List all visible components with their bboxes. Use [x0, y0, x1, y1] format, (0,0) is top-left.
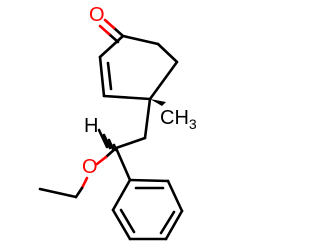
quaternary-center: CH3: [150, 99, 197, 132]
phenyl-inner-double-bond: [119, 208, 136, 234]
o-ethyl-bond: [74, 186, 84, 199]
carbonyl-group: O: [89, 4, 125, 44]
phenyl-bond: [111, 208, 132, 241]
methyl-wedge-bond: [150, 99, 166, 106]
ch2-to-stereocenter-bond: [114, 136, 147, 150]
hash-line: [102, 133, 112, 150]
o-ethyl-bond-red: [80, 176, 89, 190]
ethyl-cc-bond: [38, 187, 78, 199]
hash-line: [97, 128, 109, 149]
ethyl-group: [38, 176, 89, 199]
ring-bond: [98, 34, 125, 59]
phenyl-bond: [128, 178, 170, 183]
cyclohexenone-ring: [98, 34, 179, 101]
hash-line: [107, 138, 115, 151]
hydrogen-label: H: [84, 115, 98, 137]
methyl-label: CH3: [160, 107, 197, 132]
ketone-oxygen-label: O: [89, 4, 105, 26]
carbonyl-bond-a-o: [103, 18, 116, 30]
carbonyl-bond-b: [107, 32, 120, 44]
methylene-bond: [143, 97, 152, 140]
ring-bond: [148, 60, 179, 101]
carbonyl-bond-b-o: [98, 24, 111, 36]
hash-wedge-to-hydrogen: [97, 128, 118, 152]
ring-double-bond-outer: [98, 55, 106, 98]
structure-drawing: O CH3 H O: [38, 4, 197, 241]
phenyl-ring: [111, 146, 184, 241]
carbonyl-bond-a: [112, 26, 125, 38]
molecule-diagram: O CH3 H O: [38, 4, 197, 241]
phenyl-bond: [111, 178, 132, 212]
ring-bond: [121, 34, 160, 46]
c-o-bond-red: [95, 155, 108, 166]
ether-stereocenter: H O: [82, 115, 147, 178]
ether-oxygen-label: O: [82, 156, 98, 178]
phenyl-bond: [164, 209, 184, 241]
c-o-bond: [104, 146, 118, 159]
ring-bond: [102, 94, 152, 101]
stereocenter-to-phenyl-bond: [114, 146, 132, 182]
ring-double-bond-inner: [106, 61, 113, 91]
phenyl-inner-double-bond: [159, 210, 176, 235]
ring-bond: [156, 42, 179, 64]
phenyl-bond: [166, 179, 184, 213]
